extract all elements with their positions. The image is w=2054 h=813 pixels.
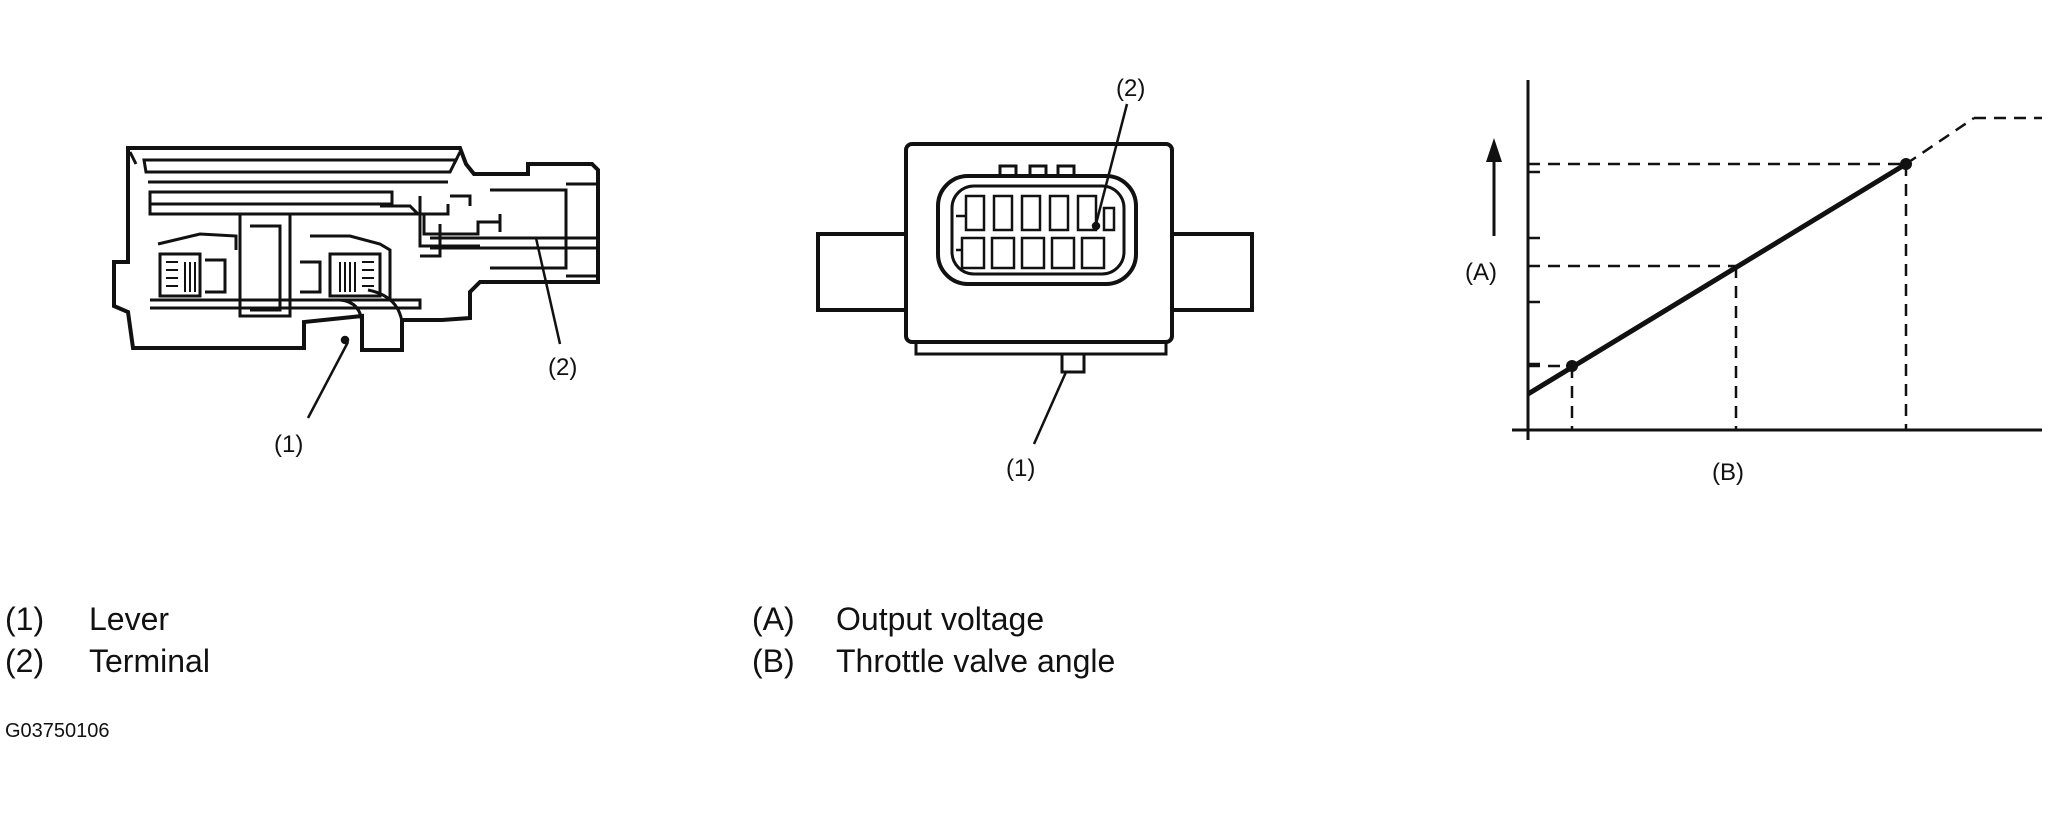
legend-left: (1) Lever (2) Terminal [5,598,210,682]
legend-text: Lever [89,601,170,637]
graph-characteristic-line [1526,161,1908,397]
graph-up-arrow-head [1486,138,1502,162]
legend-text: Output voltage [836,601,1045,637]
legend-item-throttle-angle: (B) Throttle valve angle [752,640,1115,682]
characteristic-graph [1486,80,2042,440]
legend-right: (A) Output voltage (B) Throttle valve angl… [752,598,1115,682]
callout-terminal-middle: (2) [1116,75,1145,102]
legend-item-lever: (1) Lever [5,598,210,640]
sensor-cross-section [112,146,600,352]
callout-lever-middle: (1) [1006,455,1035,482]
callout-terminal-left: (2) [548,354,577,381]
graph-y-label: (A) [1465,259,1497,286]
sensor-front-view [816,142,1254,374]
graph-point-high [1900,158,1912,170]
legend-key: (B) [752,643,795,679]
legend-text: Throttle valve angle [836,643,1116,679]
legend-item-output-voltage: (A) Output voltage [752,598,1115,640]
leader-lines-left [306,237,562,419]
graph-x-label: (B) [1712,459,1744,486]
graph-point-low [1566,360,1578,372]
leader-lines-middle [1032,103,1129,445]
legend-key: (A) [752,601,795,637]
legend-text: Terminal [89,643,210,679]
legend-key: (2) [5,643,45,679]
callout-lever-left: (1) [274,431,303,458]
legend-item-terminal: (2) Terminal [5,640,210,682]
legend-key: (1) [5,601,45,637]
graph-guide-lines [1528,116,2042,430]
figure-code: G03750106 [5,720,110,742]
